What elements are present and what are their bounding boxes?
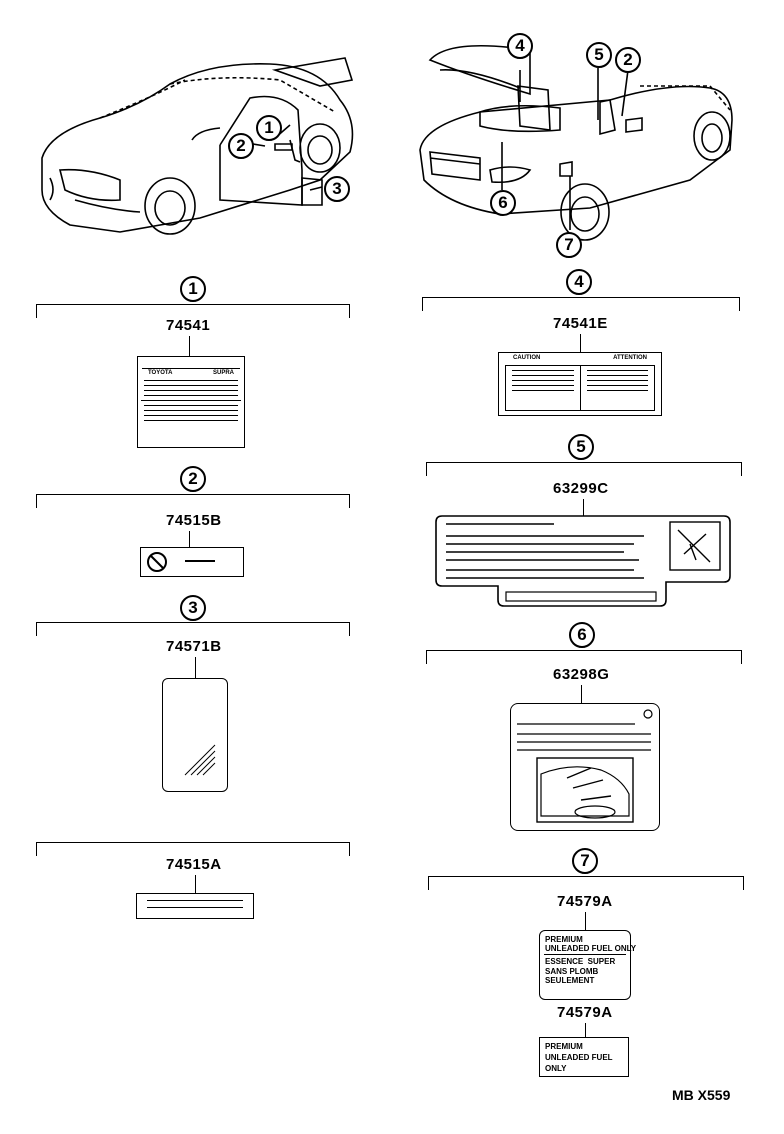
- label-74541E-right-header: ATTENTION: [613, 355, 647, 361]
- leader-63299C: [583, 499, 584, 519]
- label-74541E-text-right: [581, 366, 655, 410]
- label-74579A-2-line1: PREMIUM: [545, 1042, 583, 1051]
- part-number-63298G: 63298G: [553, 666, 610, 683]
- section-bracket-2: [36, 494, 350, 509]
- label-74515A-text: [137, 900, 253, 908]
- label-74541E-body: [505, 365, 655, 411]
- label-74579A-1-line2: UNLEADED FUEL ONLY: [545, 944, 637, 953]
- callout-right-2: 2: [615, 47, 641, 73]
- label-74579A-1-line3: ESSENCE SUPER: [545, 957, 616, 966]
- car-illustration-right: [419, 44, 733, 241]
- label-74541-text-lower: [138, 405, 244, 421]
- label-63299C: [435, 515, 731, 607]
- label-74579A-1: PREMIUM UNLEADED FUEL ONLY ESSENCE SUPER…: [539, 930, 636, 1000]
- label-74541E-left-header: CAUTION: [513, 355, 541, 361]
- section-callout-5: 5: [568, 434, 594, 460]
- section-bracket-5: [426, 462, 742, 477]
- label-74571B-hatch: [184, 744, 216, 776]
- section-bracket-6: [426, 650, 742, 665]
- label-74515B: [140, 547, 244, 577]
- part-number-74579A-1: 74579A: [557, 893, 613, 910]
- diagram-code: MB X559: [672, 1087, 731, 1103]
- car-illustration-left: [41, 57, 354, 235]
- label-74541E: CAUTION ATTENTION: [498, 352, 662, 416]
- label-74541-text-upper: [138, 380, 244, 396]
- label-74541-right-header: SUPRA: [212, 370, 234, 376]
- label-74579A-1-line4: SANS PLOMB: [545, 967, 599, 976]
- part-number-74515A: 74515A: [166, 856, 222, 873]
- label-74579A-1-divider: [544, 954, 626, 955]
- section-bracket-1: [36, 304, 350, 319]
- no-smoking-icon: [147, 552, 167, 572]
- leader-74579A-2: [585, 1023, 586, 1037]
- label-74541-divider: [141, 400, 241, 401]
- section-callout-4: 4: [566, 269, 592, 295]
- part-number-74571B: 74571B: [166, 638, 222, 655]
- label-63298G-art: [517, 709, 653, 823]
- callout-left-3: 3: [324, 176, 350, 202]
- section-callout-2: 2: [180, 466, 206, 492]
- callout-right-5: 5: [586, 42, 612, 68]
- part-number-63299C: 63299C: [553, 480, 609, 497]
- part-number-74579A-2: 74579A: [557, 1004, 613, 1021]
- leader-74515A: [195, 875, 196, 893]
- section-callout-3: 3: [180, 595, 206, 621]
- leader-63298G: [581, 685, 582, 703]
- section-bracket-4: [422, 297, 740, 312]
- callout-right-6: 6: [490, 190, 516, 216]
- part-number-74541E: 74541E: [553, 315, 608, 332]
- section-bracket-3: [36, 622, 350, 637]
- section-bracket-7: [428, 876, 744, 891]
- label-63298G: [510, 703, 660, 831]
- leader-74541E: [580, 334, 581, 352]
- label-74579A-2-line3: ONLY: [545, 1064, 567, 1073]
- label-74541-left-header: TOYOTA: [148, 370, 173, 376]
- section-callout-7: 7: [572, 848, 598, 874]
- part-number-74515B: 74515B: [166, 512, 222, 529]
- leader-74571B: [195, 657, 196, 679]
- leader-74579A-1: [585, 912, 586, 930]
- section-callout-6: 6: [569, 622, 595, 648]
- label-74541-title-bar: [142, 360, 240, 369]
- label-74571B: [162, 678, 228, 792]
- callout-right-4: 4: [507, 33, 533, 59]
- leader-74515B: [189, 531, 190, 547]
- callout-left-1: 1: [256, 115, 282, 141]
- callout-left-2: 2: [228, 133, 254, 159]
- label-74579A-2-line2: UNLEADED FUEL: [545, 1053, 613, 1062]
- label-74579A-1-line5: SEULEMENT: [545, 976, 595, 985]
- label-74579A-1-line1: PREMIUM: [545, 935, 583, 944]
- label-74579A-2: PREMIUM UNLEADED FUEL ONLY: [539, 1037, 629, 1077]
- section-callout-1: 1: [180, 276, 206, 302]
- label-74515B-text: [185, 560, 215, 562]
- label-74541: TOYOTA SUPRA: [137, 356, 245, 448]
- leader-74541: [189, 336, 190, 356]
- section-bracket-74515A: [36, 842, 350, 857]
- callout-right-7: 7: [556, 232, 582, 258]
- part-number-74541: 74541: [166, 317, 211, 334]
- label-74541E-text-left: [506, 366, 581, 410]
- label-74515A: [136, 893, 254, 919]
